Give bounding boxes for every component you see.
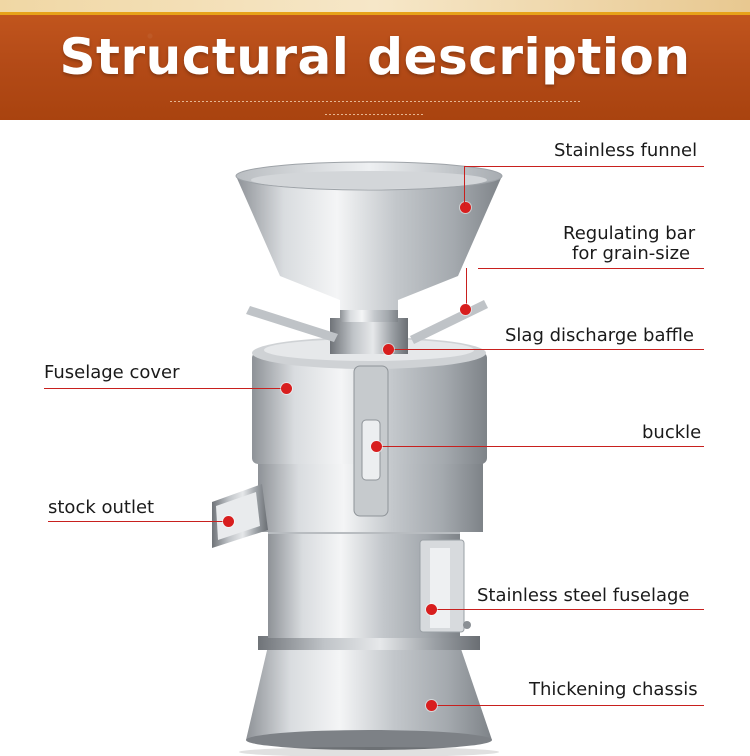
leader-line-regulating-bar xyxy=(478,268,704,269)
marker-buckle xyxy=(371,441,382,452)
marker-stock-outlet xyxy=(223,516,234,527)
leader-line-slag-discharge-baffle xyxy=(388,349,704,350)
label-slag-discharge-baffle: Slag discharge baffle xyxy=(505,325,694,346)
label-regulating-bar: Regulating bar xyxy=(563,223,696,244)
label-stainless-funnel: Stainless funnel xyxy=(554,140,698,161)
leader-line-stainless-steel-fuselage xyxy=(432,609,704,610)
label-stainless-steel-fuselage: Stainless steel fuselage xyxy=(477,585,690,606)
banner-top-strip xyxy=(0,0,750,14)
banner-fine-print-2 xyxy=(325,114,425,115)
marker-regulating-bar xyxy=(460,304,471,315)
leader-line-thickening-chassis xyxy=(432,705,704,706)
marker-slag-discharge-baffle xyxy=(383,344,394,355)
label-fuselage-cover: Fuselage cover xyxy=(44,362,180,383)
label-thickening-chassis: Thickening chassis xyxy=(529,679,698,700)
marker-thickening-chassis xyxy=(426,700,437,711)
marker-stainless-steel-fuselage xyxy=(426,604,437,615)
marker-fuselage-cover xyxy=(281,383,292,394)
label-buckle: buckle xyxy=(642,422,702,443)
label-regulating-bar-line2: for grain-size xyxy=(572,243,691,264)
grinder-machine-illustration xyxy=(212,161,503,756)
header-banner: Structural description xyxy=(0,0,750,120)
banner-top-rim xyxy=(0,12,750,15)
label-stock-outlet: stock outlet xyxy=(48,497,155,518)
leader-line-stainless-funnel xyxy=(464,166,704,167)
marker-stainless-funnel xyxy=(460,202,471,213)
page-title: Structural description xyxy=(59,28,691,86)
leader-line-buckle xyxy=(376,446,704,447)
leader-line-stainless-funnel-drop xyxy=(464,166,465,206)
leader-line-fuselage-cover xyxy=(44,388,288,389)
leader-line-regulating-bar-drop xyxy=(466,268,467,308)
banner-fine-print xyxy=(170,101,580,102)
leader-line-stock-outlet xyxy=(48,521,230,522)
